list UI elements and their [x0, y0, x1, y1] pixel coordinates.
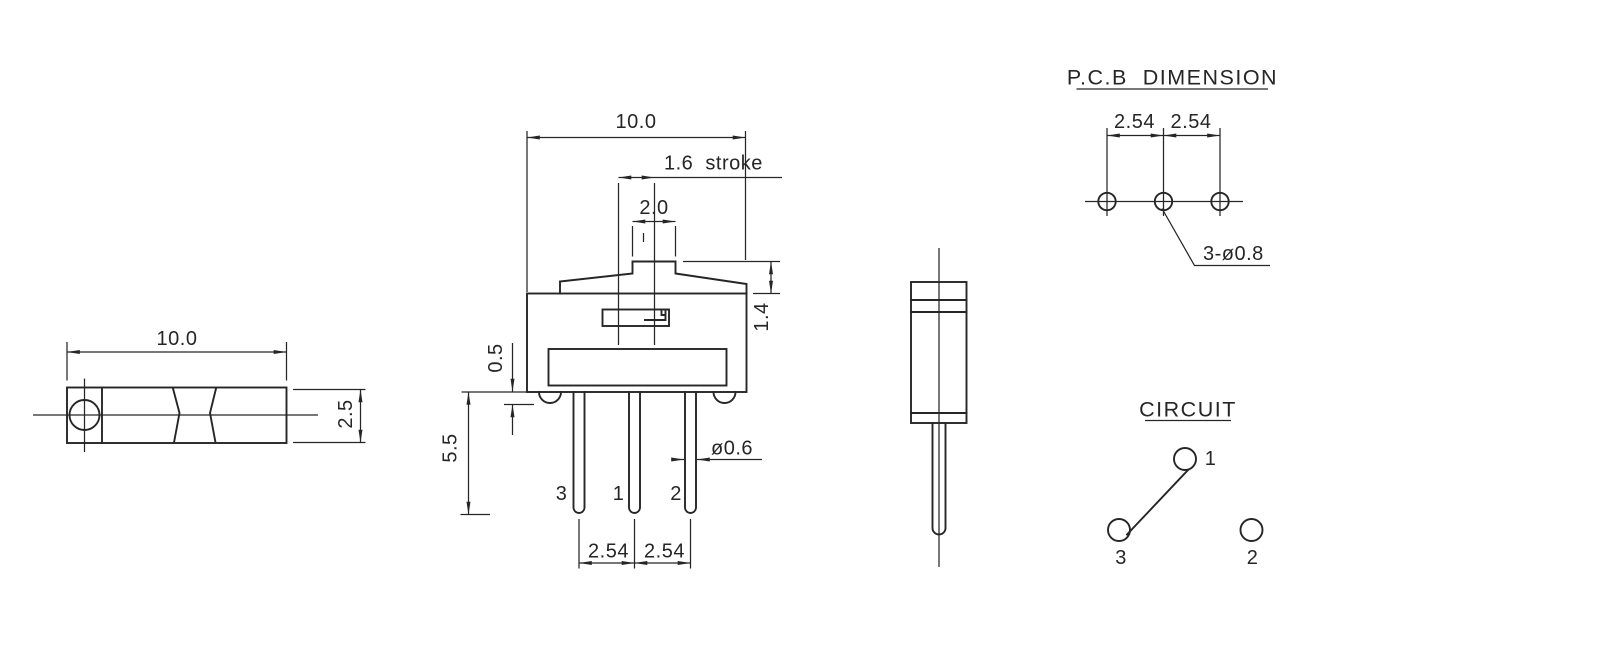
dim-knob-width-label: 2.0	[639, 197, 668, 219]
front-view-slider-contact-detail	[644, 308, 667, 321]
pcb-hole-callout-label: 3-ø0.8	[1203, 243, 1264, 265]
circuit-label-2: 2	[1247, 547, 1259, 569]
front-view-knob-and-flange	[559, 260, 748, 295]
pcb-dimension-view: P.C.B DIMENSION 2.54 2.54 3-ø0.8	[1067, 66, 1278, 267]
dim-pitch-right-label: 2.54	[644, 541, 685, 563]
pin-label-1: 1	[613, 483, 625, 505]
circuit-terminal-1	[1173, 447, 1197, 471]
front-view-body-outline	[526, 292, 748, 393]
dim-standoff-label: 0.5	[485, 343, 507, 372]
pin-label-3: 3	[556, 483, 568, 505]
front-view-slider-window	[601, 308, 670, 327]
front-view-standoff-right	[712, 391, 737, 404]
circuit-terminal-3	[1107, 518, 1131, 542]
dim-pin-diameter-label: ø0.6	[711, 438, 753, 460]
circuit-terminal-2	[1239, 518, 1264, 542]
dim-knob-height-label: 1.4	[751, 302, 773, 331]
pcb-pitch-left-label: 2.54	[1114, 111, 1155, 133]
top-view: 10.0 2.5	[33, 328, 366, 452]
circuit-contact-link-3-1	[1125, 468, 1190, 536]
top-view-notch-left	[171, 387, 181, 444]
dim-pitch-left-label: 2.54	[588, 541, 629, 563]
front-view-pin-3	[572, 391, 586, 514]
dim-stroke-label: 1.6 stroke	[664, 153, 763, 175]
circuit-label-1: 1	[1205, 448, 1217, 470]
pin-label-2: 2	[670, 483, 682, 505]
pcb-hole-right	[1210, 191, 1230, 212]
side-view	[910, 248, 968, 567]
pcb-pitch-right-label: 2.54	[1171, 111, 1212, 133]
dim-top-width-label: 10.0	[157, 328, 198, 350]
dim-top-depth-label: 2.5	[335, 399, 357, 428]
dim-pin-length-label: 5.5	[440, 433, 462, 462]
circuit-label-3: 3	[1115, 547, 1127, 569]
front-view-pin-2	[684, 391, 697, 514]
dim-front-width-label: 10.0	[616, 111, 657, 133]
pcb-view-title: P.C.B DIMENSION	[1067, 66, 1278, 90]
front-view-pin-1	[628, 391, 641, 514]
front-view: 10.0 1.6 stroke 2.0 1.4 0.5 5.5 ø0.6 3 1…	[440, 111, 782, 569]
front-view-base-inset	[547, 348, 728, 387]
pcb-hole-left	[1097, 191, 1117, 212]
front-view-standoff-left	[538, 391, 562, 404]
top-view-notch-right	[209, 387, 218, 444]
pcb-hole-callout-leader	[1161, 208, 1270, 267]
circuit-title: CIRCUIT	[1139, 398, 1237, 422]
circuit-view: CIRCUIT 1 3 2	[1107, 398, 1264, 569]
